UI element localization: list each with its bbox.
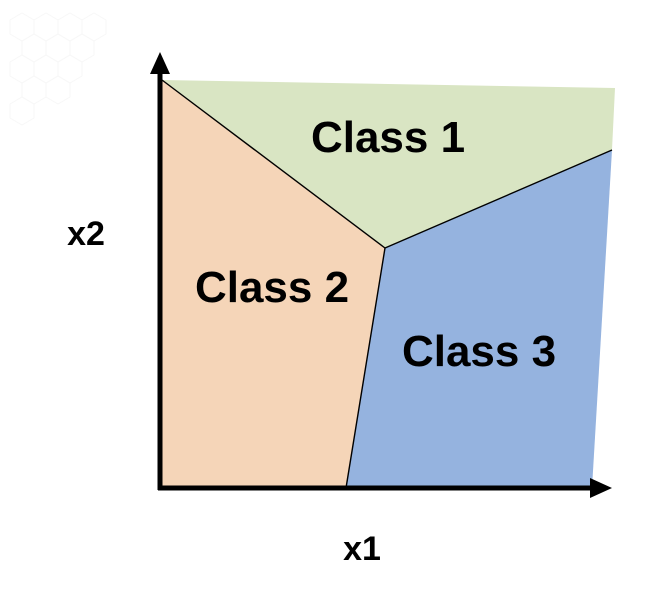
region-class-1 <box>162 80 615 248</box>
hexagon-watermark <box>9 12 107 126</box>
boundary-class2-class3 <box>345 247 386 489</box>
region-label-class-1: Class 1 <box>311 113 465 162</box>
boundary-class1-class2 <box>161 79 386 249</box>
y-axis-label: x2 <box>67 215 105 253</box>
x-axis-arrowhead <box>590 478 612 498</box>
axes <box>150 52 612 498</box>
y-axis-arrowhead <box>150 52 170 74</box>
region-label-class-2: Class 2 <box>195 263 349 312</box>
x-axis-label: x1 <box>343 530 381 568</box>
boundary-class1-class3 <box>384 149 613 249</box>
region-class-2 <box>162 80 385 488</box>
decision-boundaries <box>161 79 613 489</box>
region-class-3 <box>346 150 612 488</box>
region-label-class-3: Class 3 <box>402 327 556 376</box>
